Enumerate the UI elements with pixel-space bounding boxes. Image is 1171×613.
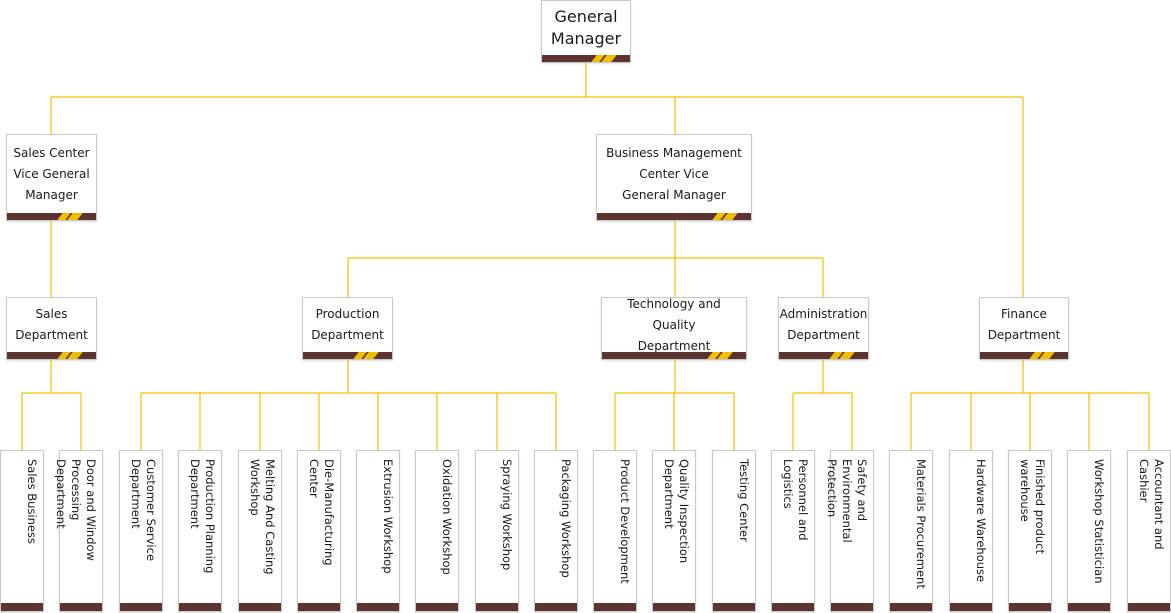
accent-stripe <box>712 213 738 220</box>
node-general-manager[interactable]: General Manager <box>541 0 631 63</box>
unit-spraying[interactable]: Spraying Workshop <box>475 450 519 612</box>
node-accent-bar <box>303 352 392 359</box>
unit-finished-product-warehouse[interactable]: Finished product warehouse <box>1008 450 1052 612</box>
unit-production-planning[interactable]: Production Planning Department <box>178 450 222 612</box>
node-tech-quality-department[interactable]: Technology and Quality Department <box>601 297 747 360</box>
unit-label: Die-Manufacturing Center <box>307 459 336 566</box>
unit-oxidation[interactable]: Oxidation Workshop <box>415 450 459 612</box>
unit-safety-environmental[interactable]: Safety and Environmental Protection <box>825 450 874 612</box>
unit-label: Oxidation Workshop <box>440 459 454 575</box>
node-business-mgmt-vgm[interactable]: Business Management Center Vice General … <box>596 134 752 221</box>
node-label: Technology and Quality Department <box>627 296 721 353</box>
unit-quality-inspection[interactable]: Quality Inspection Department <box>652 450 696 612</box>
node-production-department[interactable]: Production Department <box>302 297 393 360</box>
node-accent-bar <box>890 603 932 611</box>
unit-materials-procurement[interactable]: Materials Procurement <box>889 450 933 612</box>
unit-label: Accountant and Cashier <box>1137 459 1166 550</box>
node-sales-center-vgm[interactable]: Sales Center Vice General Manager <box>6 134 97 221</box>
accent-stripe <box>829 352 855 359</box>
node-accent-bar <box>416 603 458 611</box>
unit-die-manufacturing[interactable]: Die-Manufacturing Center <box>297 450 341 612</box>
unit-workshop-statistician[interactable]: Workshop Statistician <box>1067 450 1111 612</box>
node-accent-bar <box>1009 603 1051 611</box>
unit-label: Product Development <box>618 459 632 584</box>
node-accent-bar <box>7 213 96 220</box>
unit-label: Production Planning Department <box>188 459 217 574</box>
node-label: Business Management Center Vice General … <box>606 145 742 202</box>
node-accent-bar <box>298 603 340 611</box>
unit-door-window-processing[interactable]: Door and Window Processing Department <box>54 450 103 612</box>
node-accent-bar <box>713 603 755 611</box>
accent-stripe <box>707 352 733 359</box>
node-accent-bar <box>179 603 221 611</box>
node-accent-bar <box>1068 603 1110 611</box>
node-accent-bar <box>602 352 746 359</box>
node-accent-bar <box>772 603 814 611</box>
node-accent-bar <box>1128 603 1170 611</box>
node-accent-bar <box>594 603 636 611</box>
unit-label: Sales Business <box>25 459 39 544</box>
accent-stripe <box>1029 352 1055 359</box>
node-label: Production Department <box>311 307 384 342</box>
unit-label: Finished product warehouse <box>1018 459 1047 554</box>
node-accent-bar <box>239 603 281 611</box>
unit-label: Spraying Workshop <box>500 459 514 571</box>
unit-extrusion[interactable]: Extrusion Workshop <box>356 450 400 612</box>
unit-product-development[interactable]: Product Development <box>593 450 637 612</box>
accent-stripe <box>591 55 617 62</box>
node-label: Administration Department <box>779 307 868 342</box>
node-accent-bar <box>7 352 96 359</box>
unit-accountant-cashier[interactable]: Accountant and Cashier <box>1127 450 1171 612</box>
node-accent-bar <box>653 603 695 611</box>
unit-packaging[interactable]: Packaging Workshop <box>534 450 578 612</box>
unit-personnel-logistics[interactable]: Personnel and Logistics <box>771 450 815 612</box>
accent-stripe <box>57 352 83 359</box>
unit-label: Hardware Warehouse <box>974 459 988 583</box>
unit-hardware-warehouse[interactable]: Hardware Warehouse <box>949 450 993 612</box>
node-accent-bar <box>120 603 162 611</box>
node-accent-bar <box>60 603 102 611</box>
unit-label: Extrusion Workshop <box>381 459 395 574</box>
unit-melting-casting[interactable]: Melting And Casting Workshop <box>238 450 282 612</box>
node-accent-bar <box>476 603 518 611</box>
node-accent-bar <box>779 352 868 359</box>
node-accent-bar <box>831 603 873 611</box>
unit-label: Personnel and Logistics <box>781 459 810 541</box>
node-label: Sales Center Vice General Manager <box>13 145 90 202</box>
node-accent-bar <box>980 352 1068 359</box>
node-administration-department[interactable]: Administration Department <box>778 297 869 360</box>
node-label: General Manager <box>550 7 622 48</box>
node-accent-bar <box>535 603 577 611</box>
unit-label: Door and Window Processing Department <box>54 459 98 561</box>
unit-label: Quality Inspection Department <box>662 459 691 564</box>
node-finance-department[interactable]: Finance Department <box>979 297 1069 360</box>
node-label: Sales Department <box>15 307 88 342</box>
unit-label: Materials Procurement <box>914 459 928 589</box>
node-accent-bar <box>357 603 399 611</box>
node-accent-bar <box>950 603 992 611</box>
accent-stripe <box>353 352 379 359</box>
unit-sales-business[interactable]: Sales Business <box>0 450 44 612</box>
unit-testing-center[interactable]: Testing Center <box>712 450 756 612</box>
node-accent-bar <box>1 603 43 611</box>
unit-customer-service[interactable]: Customer Service Department <box>119 450 163 612</box>
unit-label: Melting And Casting Workshop <box>248 459 277 575</box>
accent-stripe <box>57 213 83 220</box>
node-accent-bar <box>542 55 630 62</box>
node-label: Finance Department <box>987 307 1061 342</box>
unit-label: Packaging Workshop <box>559 459 573 578</box>
unit-label: Customer Service Department <box>129 459 158 562</box>
unit-label: Testing Center <box>737 459 751 542</box>
node-sales-department[interactable]: Sales Department <box>6 297 97 360</box>
unit-label: Workshop Statistician <box>1092 459 1106 584</box>
unit-label: Safety and Environmental Protection <box>825 459 869 543</box>
node-accent-bar <box>597 213 751 220</box>
